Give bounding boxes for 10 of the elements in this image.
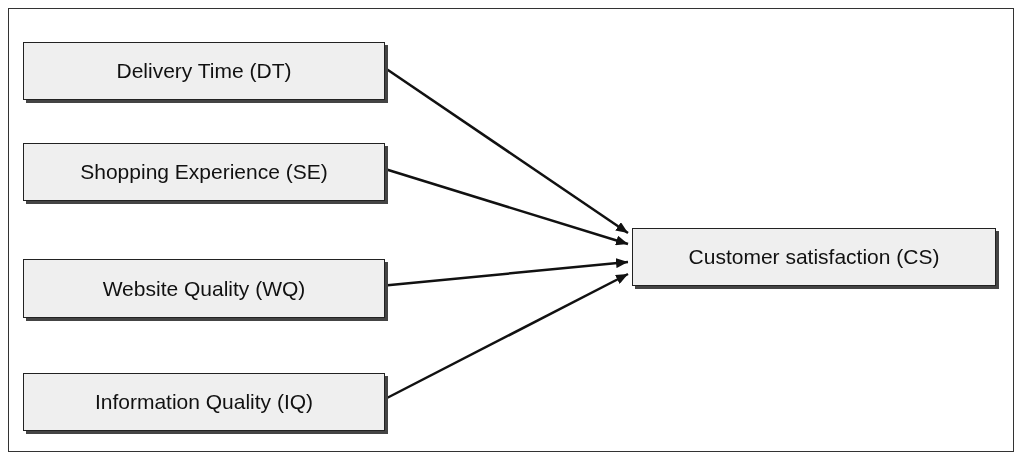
node-label: Customer satisfaction (CS)	[688, 245, 940, 269]
node-label: Shopping Experience (SE)	[80, 160, 328, 184]
process-box	[23, 259, 385, 318]
process-box	[23, 42, 385, 100]
node-label: Information Quality (IQ)	[94, 390, 314, 414]
process-box	[23, 373, 385, 431]
node-label: Website Quality (WQ)	[102, 276, 306, 301]
node-label: Delivery Time (DT)	[116, 59, 292, 83]
process-box	[632, 228, 996, 286]
process-box	[23, 143, 385, 201]
